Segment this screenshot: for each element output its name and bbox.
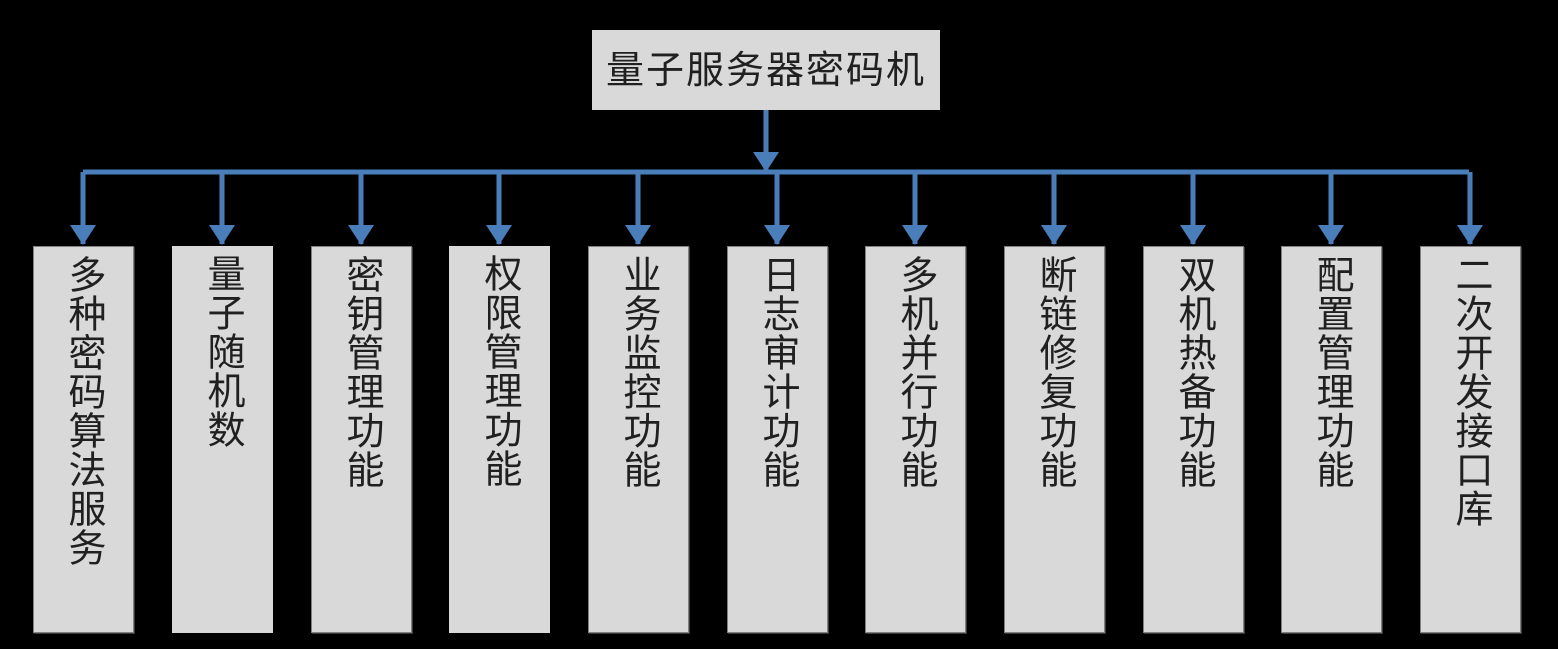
leaf-node-label: 权限管理功能	[478, 254, 523, 488]
root-node-quantum-server-crypto-machine[interactable]: 量子服务器密码机	[592, 30, 940, 110]
leaf-node-9[interactable]: 双机热备功能	[1143, 246, 1244, 633]
leaf-node-label: 多机并行功能	[894, 255, 939, 489]
leaf-node-7[interactable]: 多机并行功能	[865, 246, 966, 633]
leaf-node-label: 密钥管理功能	[340, 255, 385, 489]
leaf-node-label: 配置管理功能	[1310, 255, 1355, 489]
leaf-node-label: 日志审计功能	[756, 255, 801, 489]
leaf-node-8[interactable]: 断链修复功能	[1004, 246, 1105, 633]
leaf-node-5[interactable]: 业务监控功能	[588, 246, 689, 633]
leaf-node-6[interactable]: 日志审计功能	[727, 246, 828, 633]
leaf-drop-arrowhead-2	[209, 225, 235, 245]
leaf-node-label: 断链修复功能	[1033, 255, 1078, 489]
leaf-node-label: 二次开发接口库	[1449, 255, 1494, 528]
leaf-drop-arrowhead-7	[902, 225, 928, 245]
leaf-drop-arrowhead-3	[348, 225, 374, 245]
leaf-node-3[interactable]: 密钥管理功能	[311, 246, 412, 633]
leaf-drop-arrowhead-9	[1180, 225, 1206, 245]
leaf-node-4[interactable]: 权限管理功能	[449, 246, 550, 633]
leaf-drop-arrowhead-1	[70, 225, 96, 245]
leaf-node-label: 双机热备功能	[1172, 255, 1217, 489]
leaf-node-11[interactable]: 二次开发接口库	[1420, 246, 1521, 633]
root-stem-arrowhead	[753, 152, 779, 172]
leaf-drop-arrowhead-4	[486, 225, 512, 245]
leaf-node-label: 量子随机数	[201, 254, 246, 449]
leaf-drop-arrowhead-5	[625, 225, 651, 245]
leaf-drop-arrowhead-10	[1318, 225, 1344, 245]
leaf-node-2[interactable]: 量子随机数	[172, 246, 273, 633]
leaf-drop-arrowhead-11	[1457, 225, 1483, 245]
leaf-node-label: 多种密码算法服务	[62, 255, 107, 567]
leaf-node-10[interactable]: 配置管理功能	[1281, 246, 1382, 633]
leaf-drop-arrowhead-8	[1041, 225, 1067, 245]
leaf-node-label: 业务监控功能	[617, 255, 662, 489]
leaf-node-1[interactable]: 多种密码算法服务	[33, 246, 134, 633]
leaf-drop-arrowhead-6	[764, 225, 790, 245]
root-node-label: 量子服务器密码机	[605, 48, 926, 92]
